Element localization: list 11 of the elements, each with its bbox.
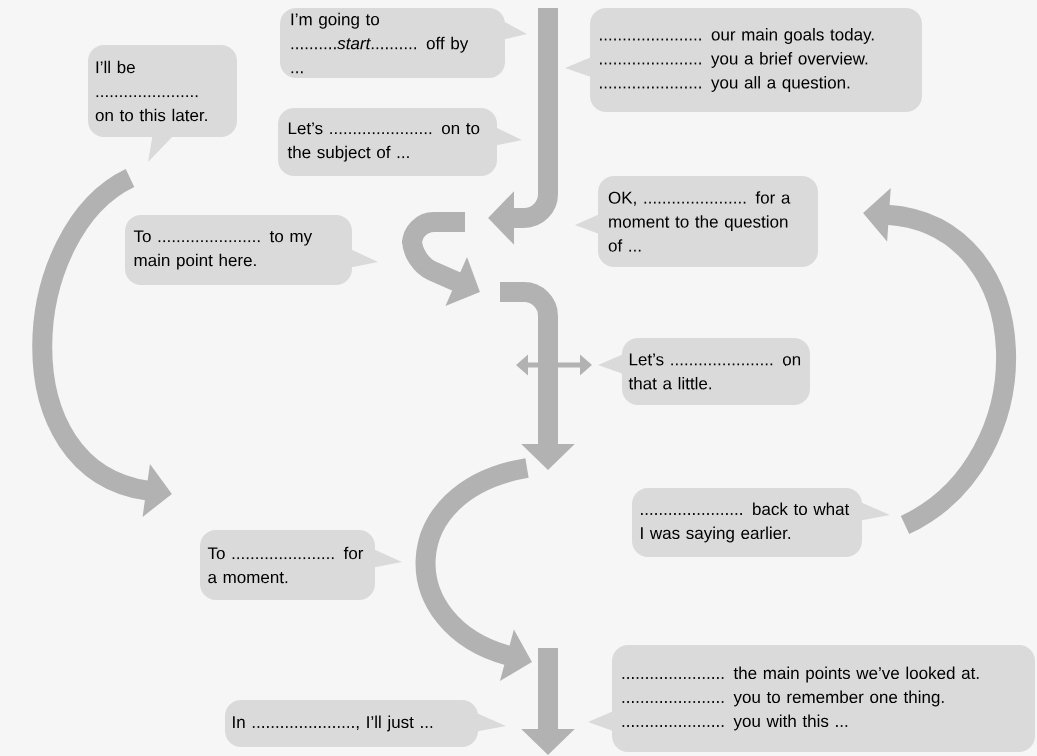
- speech-bubble: I’m going to ..........start.......... off by ...: [280, 8, 527, 78]
- speech-bubble: OK, ...................... for a moment to the question of ...: [575, 176, 818, 267]
- speech-bubble: To ...................... to my main point here.: [125, 215, 378, 285]
- speech-bubble: ...................... the main points we’ve looked at. ...................... you to remember one thing. ...................... you with this ...: [588, 645, 1035, 752]
- speech-bubble: In ......................, I’ll just ...: [225, 700, 506, 747]
- speech-bubble: I’ll be ...................... on to this later.: [88, 45, 237, 162]
- speech-bubble: To ...................... for a moment.: [200, 530, 402, 600]
- speech-bubble: Let’s ...................... on that a little.: [598, 338, 810, 405]
- speech-bubble: Let’s ...................... on to the subject of ...: [278, 108, 522, 176]
- speech-bubble: ...................... back to what I was saying earlier.: [632, 488, 890, 557]
- speech-bubble: ...................... our main goals today. ...................... you a brief overview. ...................... you all a question.: [565, 8, 922, 112]
